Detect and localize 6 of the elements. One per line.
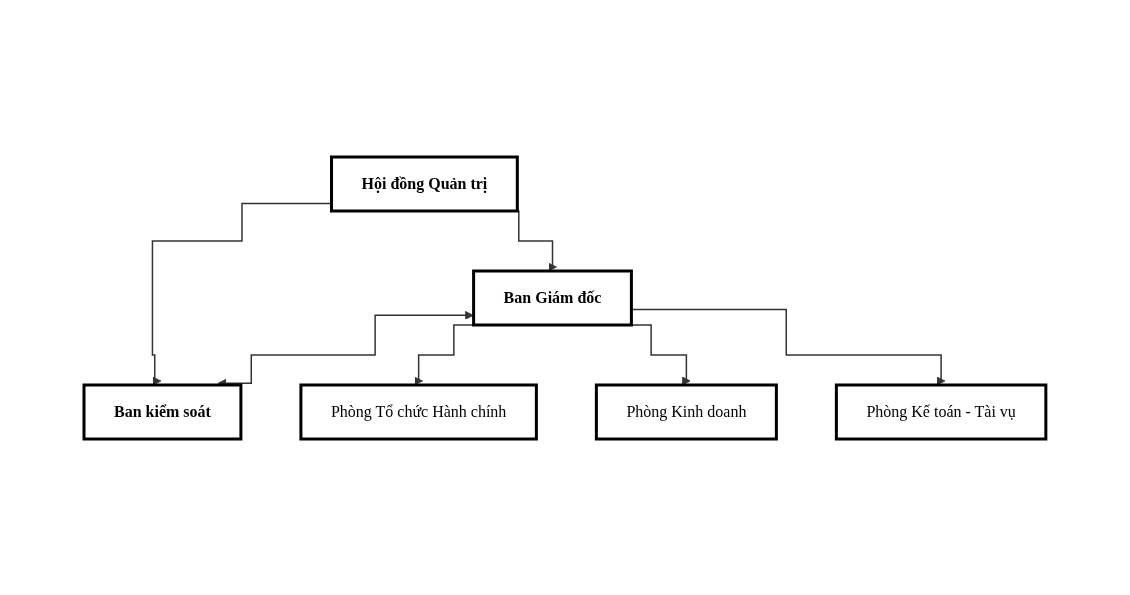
node-box: Phòng Tổ chức Hành chính: [299, 383, 538, 440]
node-box: Hội đồng Quản trị: [330, 155, 519, 212]
node-box: Phòng Kinh doanh: [594, 383, 778, 440]
node-box: Ban kiểm soát: [82, 383, 243, 440]
node-box: Ban Giám đốc: [472, 269, 633, 326]
node-box: Phòng Kế toán - Tài vụ: [834, 383, 1048, 440]
